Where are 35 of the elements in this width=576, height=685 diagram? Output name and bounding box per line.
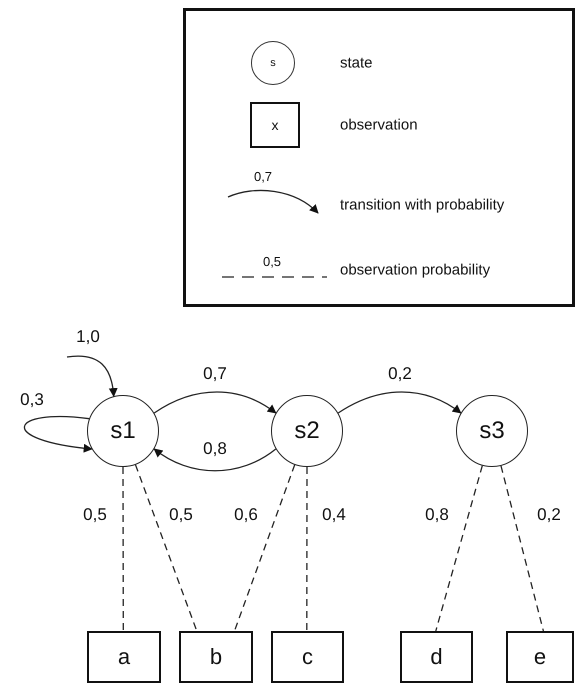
arrow bbox=[338, 391, 462, 414]
arrow bbox=[154, 391, 277, 414]
legend-label: observation bbox=[340, 116, 418, 134]
observation-box: c bbox=[271, 631, 344, 683]
legend-label: state bbox=[340, 54, 373, 72]
edge-label: 0,2 bbox=[387, 365, 413, 383]
arrow bbox=[66, 356, 118, 398]
observation-box: a bbox=[87, 631, 161, 683]
state-circle: s2 bbox=[271, 395, 343, 467]
dashed-line bbox=[306, 467, 308, 631]
dashed-line bbox=[435, 466, 483, 632]
edge-label: 1,0 bbox=[75, 328, 101, 346]
dashed-line bbox=[500, 466, 544, 632]
dashed-line bbox=[234, 464, 296, 632]
edge-label: 0,6 bbox=[233, 506, 259, 524]
edge-label: 0,3 bbox=[19, 391, 45, 409]
edge-label: 0,8 bbox=[424, 506, 450, 524]
arrow bbox=[24, 416, 93, 452]
edge-label: 0,5 bbox=[82, 506, 108, 524]
edge-label: 0,7 bbox=[202, 365, 228, 383]
observation-symbol: x bbox=[250, 102, 300, 148]
state-circle: s1 bbox=[87, 395, 159, 467]
observation-box: e bbox=[506, 631, 574, 683]
edge-label: 0,5 bbox=[168, 506, 194, 524]
observation-box: b bbox=[179, 631, 253, 683]
edge-label: 0,2 bbox=[536, 506, 562, 524]
legend-label: transition with probability bbox=[340, 196, 504, 214]
dashed-line bbox=[134, 464, 198, 632]
observation-box: d bbox=[400, 631, 473, 683]
dashed-line bbox=[122, 467, 124, 631]
edge-label: 0,4 bbox=[321, 506, 347, 524]
arrow bbox=[153, 448, 276, 472]
legend-label: observation probability bbox=[340, 262, 490, 278]
state-circle: s3 bbox=[456, 395, 528, 467]
edge-label: 0,8 bbox=[202, 440, 228, 458]
